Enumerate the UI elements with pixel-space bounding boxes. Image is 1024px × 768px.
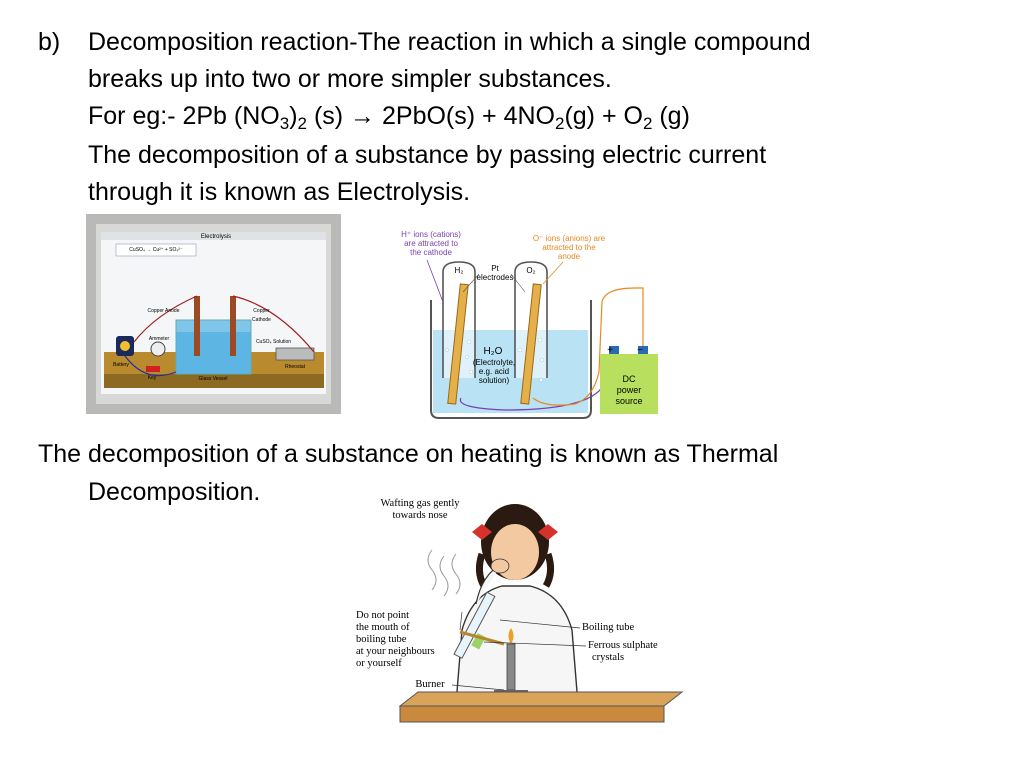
electrodes-line: electrodes [476, 273, 514, 282]
electrolysis-drawing [426, 259, 658, 419]
water-label: H₂O [483, 346, 503, 357]
eq-sub: 2 [297, 114, 307, 133]
photo-header: Electrolysis [200, 234, 232, 240]
list-marker: b) [38, 28, 61, 56]
electrolyte-line: solution) [478, 376, 510, 385]
eq-part: (g) [652, 102, 690, 130]
warning-line: boiling tube [356, 634, 407, 645]
minus-terminal: − [637, 345, 643, 356]
example-equation: For eg:- 2Pb (NO3)2 (s) → 2PbO(s) + 4NO2… [88, 98, 690, 135]
thermal-line-1: The decomposition of a substance on heat… [38, 440, 779, 468]
anions-note-line: O⁻ ions (anions) are [532, 234, 606, 243]
thermal-line-2: Decomposition. [88, 478, 261, 506]
electrodes-line: Pt [491, 264, 499, 273]
eq-sub: 3 [279, 114, 290, 133]
dc-line: power [616, 385, 642, 395]
photo-drawing [86, 214, 341, 414]
arrow-icon: → [350, 102, 376, 130]
eq-sub: 2 [554, 114, 565, 133]
ferrous-label: Ferrous sulphate crystals [588, 640, 684, 664]
electrodes-label: Pt electrodes [475, 264, 515, 282]
thermal-decomposition-figure: Wafting gas gently towards nose Do not p… [352, 494, 692, 734]
definition-line-1: Decomposition reaction-The reaction in w… [88, 28, 811, 56]
anions-note-line: anode [557, 252, 581, 261]
burner-label: Burner [415, 679, 445, 690]
eq-part: ) [289, 102, 298, 130]
cations-note-line: H⁺ ions (cations) [401, 230, 461, 239]
label-rheostat: Rheostat [284, 364, 305, 370]
electrolysis-apparatus-photo: Electrolysis CuSO₄ → Cu²⁺ + SO₄²⁻ Copper… [86, 214, 341, 414]
wafting-line: Wafting gas gently [380, 498, 460, 509]
eq-part: (s) [307, 102, 351, 130]
warning-line: at your neighbours [356, 646, 435, 657]
definition-line-2: breaks up into two or more simpler subst… [88, 65, 612, 93]
electrolysis-line-1: The decomposition of a substance by pass… [88, 141, 767, 169]
label-copper-cathode: Copper Cathode [252, 308, 271, 323]
label-battery: Battery [113, 362, 129, 368]
anions-note-line: attracted to the [542, 243, 596, 252]
warning-line: the mouth of [356, 622, 410, 633]
warning-label: Do not point the mouth of boiling tube a… [356, 610, 466, 670]
o2-label: O₂ [526, 266, 536, 275]
h2-label: H₂ [454, 266, 464, 275]
dc-source-label: DC power source [600, 374, 658, 407]
label-vessel: Glass Vessel [198, 376, 228, 382]
electrolysis-diagram: H⁺ ions (cations) are attracted to the c… [395, 222, 670, 422]
warning-line: or yourself [356, 658, 402, 669]
dc-line: DC [622, 374, 636, 384]
eq-part: For eg:- 2Pb (NO [88, 102, 280, 130]
photo-formula: CuSO₄ → Cu²⁺ + SO₄²⁻ [129, 247, 183, 253]
dc-line: source [615, 396, 643, 406]
boiling-tube-label: Boiling tube [582, 622, 635, 633]
eq-sub: 2 [642, 114, 653, 133]
cations-note-line: the cathode [410, 248, 452, 257]
label-solution: CuSO₄ Solution [255, 339, 292, 345]
thermal-drawing [398, 504, 684, 723]
electrolysis-line-2: through it is known as Electrolysis. [88, 178, 471, 206]
cations-note-line: are attracted to [404, 239, 458, 248]
electrolyte-label: (Electrolyte, e.g. acid solution) [471, 358, 517, 385]
eq-part: (g) + O [564, 102, 643, 130]
warning-line: Do not point [356, 610, 410, 621]
plus-terminal: + [607, 345, 613, 356]
anions-note: O⁻ ions (anions) are attracted to the an… [527, 234, 611, 261]
cations-note: H⁺ ions (cations) are attracted to the c… [395, 230, 467, 257]
electrolyte-line: (Electrolyte, [472, 358, 516, 367]
ferrous-line: Ferrous sulphate [588, 640, 658, 651]
label-copper-anode: Copper Anode [147, 308, 180, 314]
eq-part: 2PbO(s) + 4NO [375, 102, 555, 130]
label-ammeter: Ammeter [148, 336, 170, 342]
wafting-label: Wafting gas gently towards nose [366, 498, 474, 522]
electrolyte-line: e.g. acid [478, 367, 510, 376]
label-key: Key [147, 375, 157, 381]
ferrous-line: crystals [592, 652, 625, 663]
wafting-line: towards nose [392, 510, 448, 521]
